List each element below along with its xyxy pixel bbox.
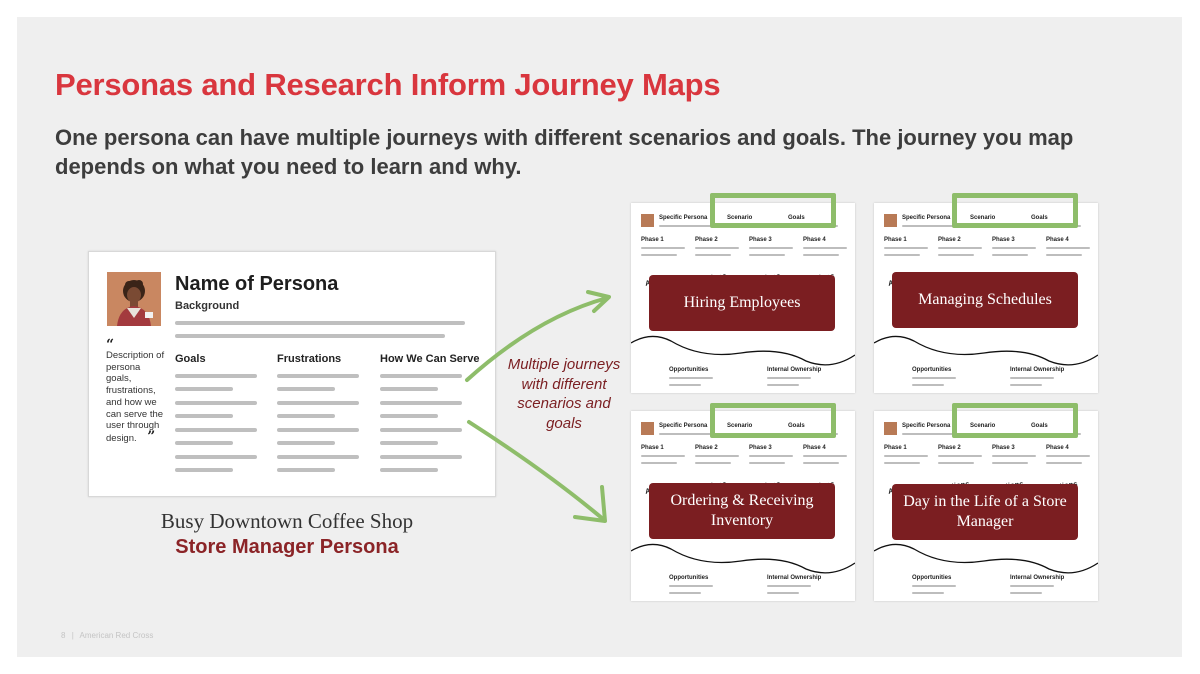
- page-number: 8: [61, 631, 66, 640]
- phase-1-label: Phase 1: [884, 237, 907, 243]
- phase-2-label: Phase 2: [938, 237, 961, 243]
- slide-title: Personas and Research Inform Journey Map…: [55, 67, 721, 102]
- scenario-goals-highlight: [952, 403, 1078, 438]
- phase-4-label: Phase 4: [1046, 237, 1069, 243]
- persona-quote: “ Description of persona goals, frustrat…: [106, 337, 166, 445]
- goals-label: Goals: [788, 423, 805, 429]
- scenario-label: Scenario: [727, 423, 753, 429]
- specific-persona-label: Specific Persona: [902, 215, 951, 221]
- persona-thumb-icon: [884, 422, 897, 435]
- persona-illustration-icon: [107, 272, 161, 326]
- scenario-goals-highlight: [952, 193, 1078, 228]
- slide-subtitle: One persona can have multiple journeys w…: [55, 125, 1074, 179]
- specific-persona-label: Specific Persona: [659, 423, 708, 429]
- opportunities-label: Opportunities: [912, 575, 952, 581]
- journey-label-text: Managing Schedules: [918, 291, 1052, 308]
- persona-card: Name of Persona Background “ Description…: [88, 251, 496, 497]
- column-frustrations: Frustrations: [277, 353, 342, 365]
- column-how-we-can-serve: How We Can Serve: [380, 353, 480, 365]
- arrow-up-icon: [465, 290, 611, 382]
- background-line: [175, 321, 465, 325]
- phase-2-label: Phase 2: [938, 445, 961, 451]
- opportunities-label: Opportunities: [669, 575, 709, 581]
- journey-label: Hiring Employees: [649, 275, 835, 331]
- phase-3-label: Phase 3: [749, 445, 772, 451]
- opportunities-label: Opportunities: [669, 367, 709, 373]
- persona-thumb-icon: [641, 214, 654, 227]
- scenario-goals-highlight: [710, 403, 836, 438]
- phase-1-label: Phase 1: [641, 237, 664, 243]
- phase-2-label: Phase 2: [695, 445, 718, 451]
- journey-label-text: Ordering & Receiving Inventory: [670, 492, 814, 529]
- internal-ownership-label: Internal Ownership: [1010, 367, 1065, 373]
- internal-ownership-label: Internal Ownership: [767, 575, 822, 581]
- persona-name: Name of Persona: [175, 273, 339, 295]
- persona-quote-text: Description of persona goals, frustratio…: [106, 350, 165, 444]
- persona-caption-line1: Busy Downtown Coffee Shop: [160, 509, 414, 533]
- phase-3-label: Phase 3: [992, 445, 1015, 451]
- scenario-goals-highlight: [710, 193, 836, 228]
- column-goals: Goals: [175, 353, 206, 365]
- journey-label: Ordering & Receiving Inventory: [649, 483, 835, 539]
- background-line: [175, 334, 445, 338]
- internal-ownership-label: Internal Ownership: [767, 367, 822, 373]
- persona-avatar: [107, 272, 161, 326]
- emotion-curve: [874, 335, 1098, 366]
- phase-1-label: Phase 1: [641, 445, 664, 451]
- open-quote-icon: “: [106, 337, 115, 353]
- scenario-label: Scenario: [970, 423, 996, 429]
- goals-label: Goals: [1031, 215, 1048, 221]
- opportunities-label: Opportunities: [912, 367, 952, 373]
- scenario-label: Scenario: [727, 215, 753, 221]
- emotion-curve: [874, 543, 1098, 574]
- phase-4-label: Phase 4: [803, 445, 826, 451]
- close-quote-icon: ”: [147, 428, 156, 445]
- emotion-curve: [631, 543, 855, 574]
- goals-label: Goals: [1031, 423, 1048, 429]
- arrow-down-icon: [467, 420, 607, 523]
- specific-persona-label: Specific Persona: [659, 215, 708, 221]
- footer-org: American Red Cross: [79, 631, 154, 640]
- specific-persona-label: Specific Persona: [902, 423, 951, 429]
- persona-thumb-icon: [884, 214, 897, 227]
- phase-1-label: Phase 1: [884, 445, 907, 451]
- arrow-label: Multiple journeys with different scenari…: [507, 356, 621, 432]
- persona-background-label: Background: [175, 300, 240, 312]
- goals-label: Goals: [788, 215, 805, 221]
- scenario-label: Scenario: [970, 215, 996, 221]
- phase-2-label: Phase 2: [695, 237, 718, 243]
- internal-ownership-label: Internal Ownership: [1010, 575, 1065, 581]
- phase-4-label: Phase 4: [1046, 445, 1069, 451]
- journey-label: Managing Schedules: [892, 272, 1078, 328]
- phase-4-label: Phase 4: [803, 237, 826, 243]
- arrows-layer: [465, 290, 611, 523]
- emotion-curve: [631, 335, 855, 366]
- journey-label-text: Day in the Life of a Store Manager: [903, 493, 1067, 530]
- journey-label-text: Hiring Employees: [683, 294, 801, 311]
- slide: Personas and Research Inform Journey Map…: [17, 17, 1182, 657]
- phase-3-label: Phase 3: [992, 237, 1015, 243]
- footer-separator: |: [71, 631, 74, 640]
- persona-thumb-icon: [641, 422, 654, 435]
- footer: 8 | American Red Cross: [61, 631, 153, 640]
- journey-label: Day in the Life of a Store Manager: [892, 484, 1078, 540]
- phase-3-label: Phase 3: [749, 237, 772, 243]
- persona-caption-line2: Store Manager Persona: [175, 536, 399, 558]
